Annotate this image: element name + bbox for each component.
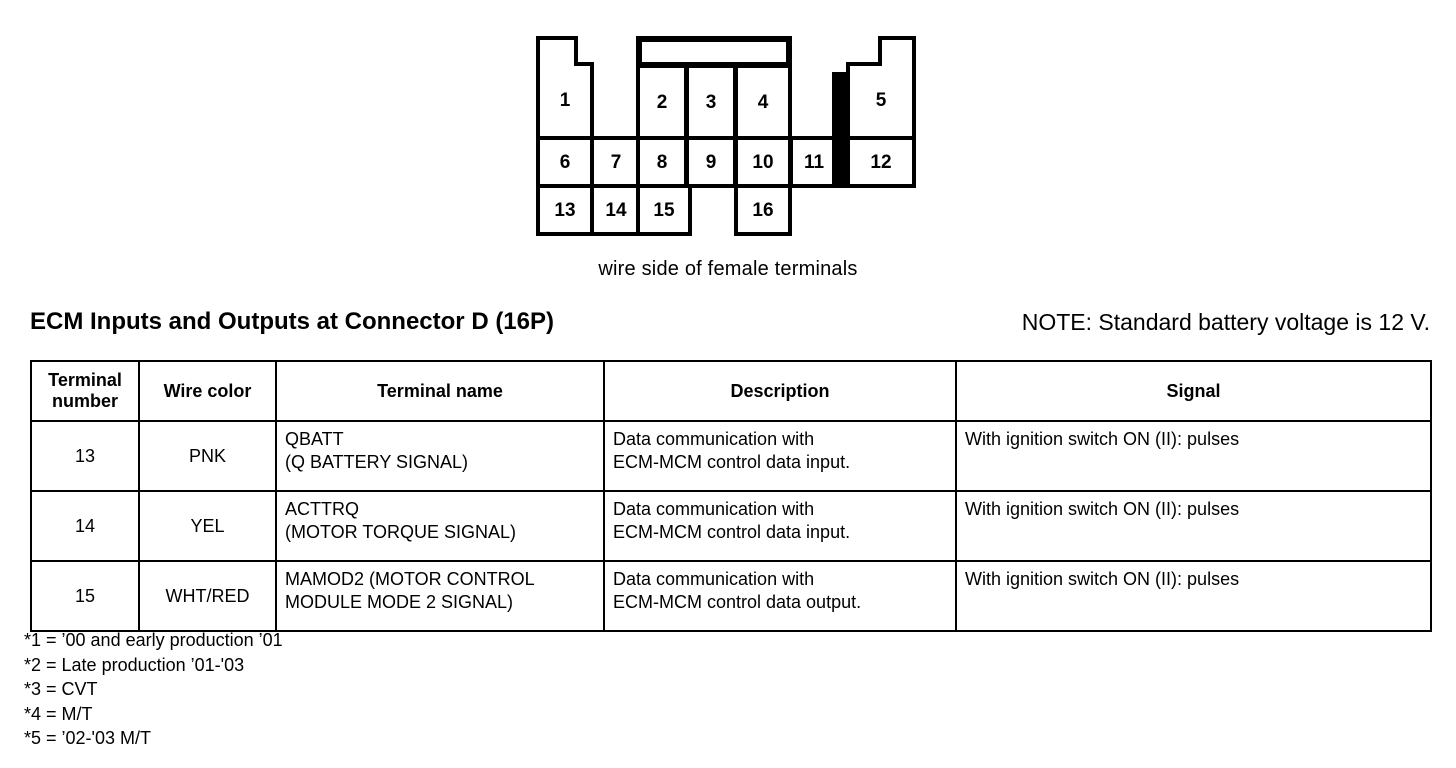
column-header-signal: Signal	[955, 360, 1432, 422]
pin-5-notch-fill	[882, 40, 912, 70]
cell-signal: With ignition switch ON (II): pulses	[955, 420, 1432, 492]
connector-top-slot-fill	[642, 42, 786, 62]
cell-terminal-name: ACTTRQ (MOTOR TORQUE SIGNAL)	[275, 490, 605, 562]
terminal-pin-7: 7	[590, 136, 642, 188]
footnote-item: *1 = ’00 and early production ’01	[24, 630, 283, 650]
terminal-pin-2: 2	[636, 64, 688, 140]
terminal-pin-9: 9	[685, 136, 737, 188]
table-header-row: Terminal number Wire color Terminal name…	[30, 360, 1432, 422]
cell-terminal-number: 14	[30, 490, 140, 562]
terminal-pin-12: 12	[846, 136, 916, 188]
ecm-io-table: Terminal number Wire color Terminal name…	[30, 360, 1432, 632]
column-header-terminal-number: Terminal number	[30, 360, 140, 422]
cell-terminal-name: QBATT (Q BATTERY SIGNAL)	[275, 420, 605, 492]
terminal-pin-10: 10	[734, 136, 792, 188]
column-header-description: Description	[603, 360, 957, 422]
pin-1-label: 1	[559, 90, 571, 111]
cell-wire-color: WHT/RED	[138, 560, 277, 632]
terminal-pin-13: 13	[536, 184, 594, 236]
battery-voltage-note: NOTE: Standard battery voltage is 12 V.	[1021, 309, 1430, 335]
column-header-wire-color: Wire color	[138, 360, 277, 422]
terminal-pin-4: 4	[734, 64, 792, 140]
terminal-pin-15: 15	[636, 184, 692, 236]
terminal-pin-14: 14	[590, 184, 642, 236]
table-row: 15 WHT/RED MAMOD2 (MOTOR CONTROL MODULE …	[30, 560, 1432, 632]
footnote-item: *2 = Late production ’01-'03	[24, 654, 245, 675]
table-row: 14 YEL ACTTRQ (MOTOR TORQUE SIGNAL) Data…	[30, 490, 1432, 562]
terminal-pin-16: 16	[734, 184, 792, 236]
cell-description: Data communication with ECM-MCM control …	[603, 420, 957, 492]
cell-wire-color: YEL	[138, 490, 277, 562]
cell-signal: With ignition switch ON (II): pulses	[955, 560, 1432, 632]
page-title: ECM Inputs and Outputs at Connector D (1…	[30, 308, 555, 335]
section-heading-row: ECM Inputs and Outputs at Connector D (1…	[30, 308, 1430, 340]
cell-terminal-number: 13	[30, 420, 140, 492]
footnote-item: *4 = M/T	[24, 703, 93, 724]
connector-pinout-diagram: 1 2 3 4 5 6 7 8 9 10 11 12 13 14 15 16	[536, 36, 916, 236]
column-header-terminal-name: Terminal name	[275, 360, 605, 422]
cell-signal: With ignition switch ON (II): pulses	[955, 490, 1432, 562]
connector-keyway-bar-overlay	[832, 76, 850, 188]
cell-wire-color: PNK	[138, 420, 277, 492]
cell-description: Data communication with ECM-MCM control …	[603, 490, 957, 562]
table-row: 13 PNK QBATT (Q BATTERY SIGNAL) Data com…	[30, 420, 1432, 492]
cell-description: Data communication with ECM-MCM control …	[603, 560, 957, 632]
terminal-pin-6: 6	[536, 136, 594, 188]
footnote-list: *1 = ’00 and early production ’01 *2 = L…	[24, 628, 283, 751]
pin-1-notch-fill	[540, 40, 574, 70]
footnote-item: *3 = CVT	[24, 679, 98, 699]
cell-terminal-name: MAMOD2 (MOTOR CONTROL MODULE MODE 2 SIGN…	[275, 560, 605, 632]
footnote-item: *5 = ’02-'03 M/T	[24, 728, 151, 748]
pin-5-label: 5	[875, 90, 887, 111]
terminal-pin-8: 8	[636, 136, 688, 188]
cell-terminal-number: 15	[30, 560, 140, 632]
terminal-pin-3: 3	[685, 64, 737, 140]
diagram-caption: wire side of female terminals	[598, 258, 858, 280]
